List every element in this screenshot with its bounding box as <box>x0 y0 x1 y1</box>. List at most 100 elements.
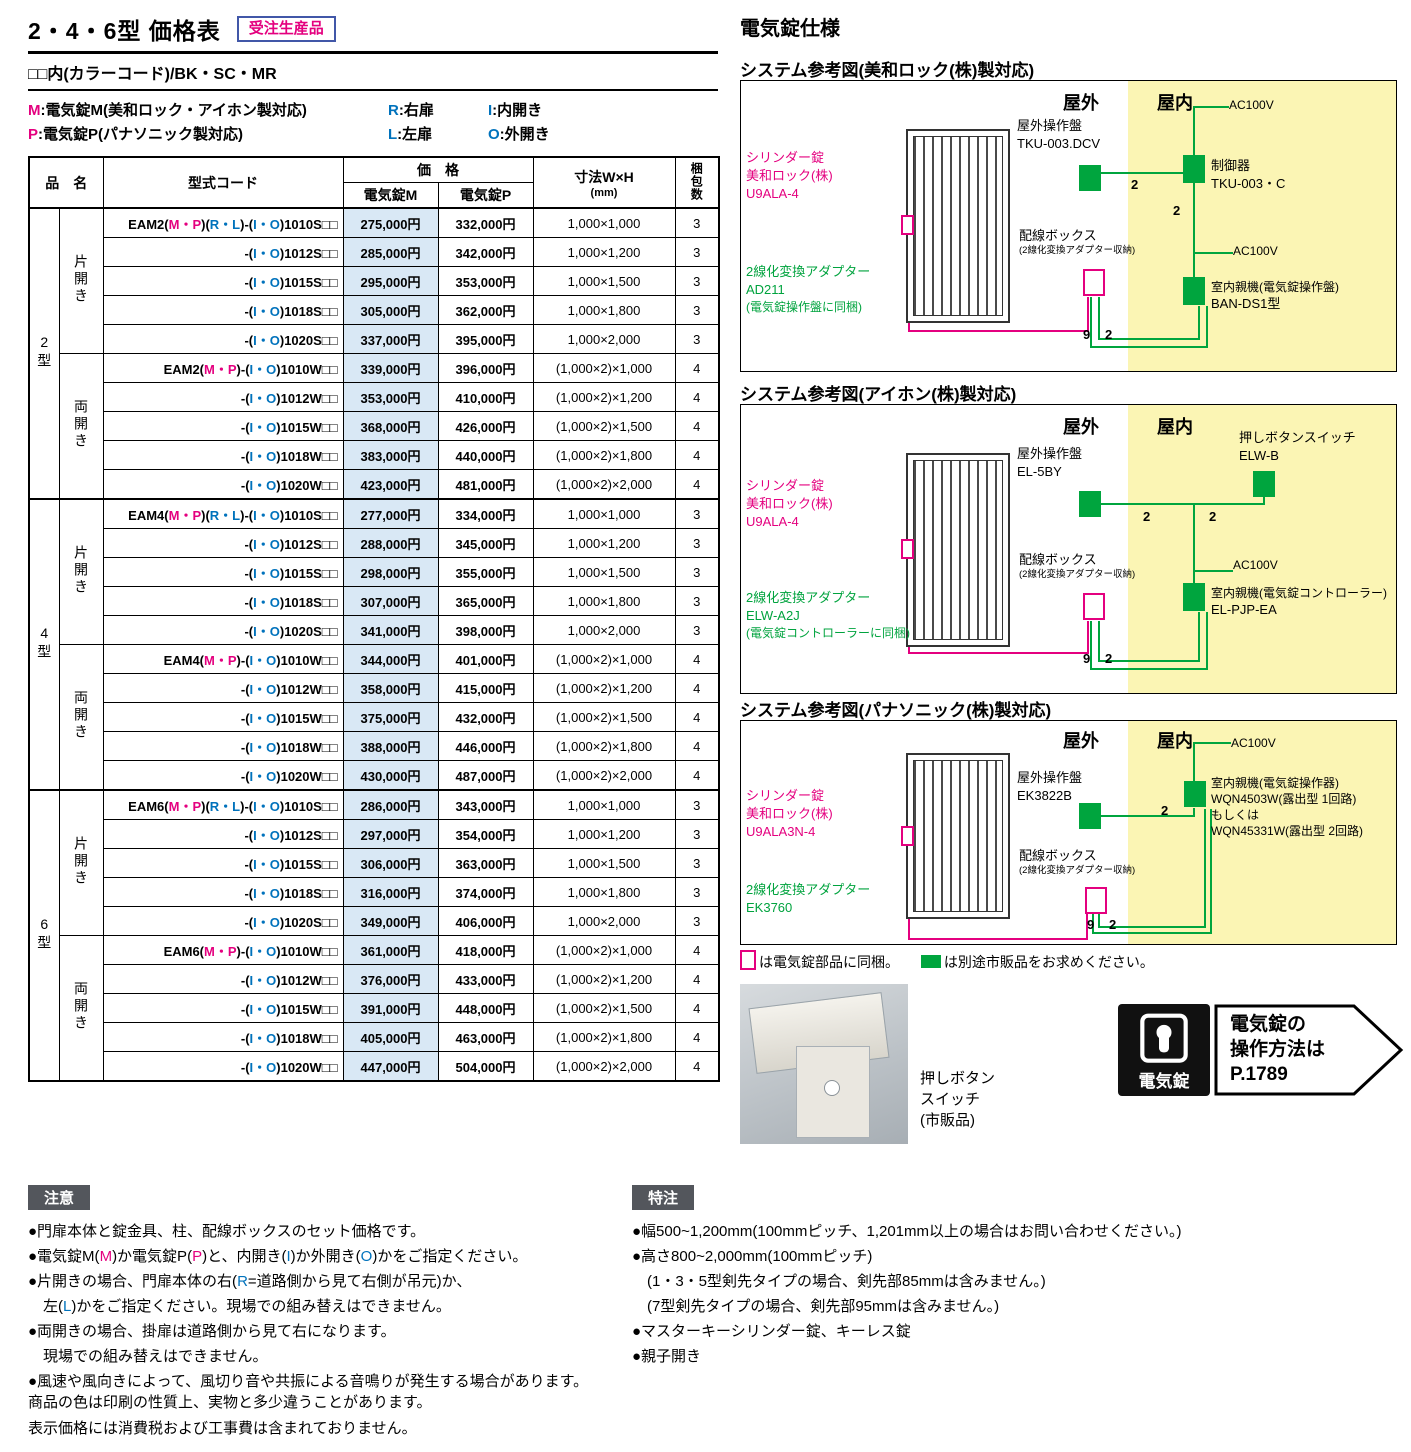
controller-box <box>1183 155 1205 183</box>
size-cell: 1,000×1,500 <box>532 848 676 878</box>
operation-method-title: 電気錠の 操作方法は <box>1230 1014 1326 1060</box>
price-m-cell: 430,000円 <box>342 760 439 791</box>
size-cell: 1,000×1,200 <box>532 819 676 849</box>
pack-cell: 3 <box>674 586 720 616</box>
size-cell: 1,000×1,500 <box>532 266 676 296</box>
special-order-section: 特注 ●幅500~1,200mm(100mmピッチ、1,201mm以上の場合はお… <box>632 1185 1402 1369</box>
model-code-cell: -(I・O)1015S□□ <box>102 557 344 587</box>
note-line: 左(L)かをご指定ください。現場での組み替えはできません。 <box>28 1298 451 1315</box>
price-m-cell: 405,000円 <box>342 1022 439 1052</box>
adapter-model: ELW-A2J <box>746 608 800 623</box>
price-p-cell: 432,000円 <box>437 702 534 732</box>
model-code-cell: -(I・O)1012S□□ <box>102 528 344 558</box>
indoor-unit-box <box>1183 277 1205 305</box>
badge-label: 電気錠 <box>1138 1072 1190 1091</box>
price-p-cell: 440,000円 <box>437 440 534 470</box>
panel-label: 屋外操作盤 <box>1017 446 1083 461</box>
diagram-title: システム参考図(パナソニック(株)製対応) <box>740 701 1052 720</box>
note-line: ●片開きの場合、門扉本体の右(R=道路側から見て右側が吊元)か、 <box>28 1273 472 1290</box>
diagram-canvas: 屋外 屋内 シリンダー錠 美和ロック(株) U9ALA3N-4 2線化変換アダプ… <box>740 720 1397 945</box>
price-m-cell: 353,000円 <box>342 382 439 412</box>
series-cell: 4型 <box>28 498 60 791</box>
legend-item: L:左扉 <box>388 123 488 147</box>
pack-cell: 3 <box>674 237 720 267</box>
price-p-cell: 342,000円 <box>437 237 534 267</box>
model-code-cell: -(I・O)1018W□□ <box>102 731 344 761</box>
size-cell: (1,000×2)×2,000 <box>532 469 676 500</box>
price-p-cell: 395,000円 <box>437 324 534 354</box>
price-p-cell: 345,000円 <box>437 528 534 558</box>
legend-item: M:電気錠M(美和ロック・アイホン製対応) <box>28 99 388 123</box>
panel-label: 屋外操作盤 <box>1017 118 1083 133</box>
price-m-cell: 368,000円 <box>342 411 439 441</box>
cylinder-lock-icon <box>901 214 914 235</box>
price-p-cell: 334,000円 <box>437 498 534 529</box>
diagram-title: システム参考図(美和ロック(株)製対応) <box>740 61 1035 80</box>
electric-lock-spec-section: 電気錠仕様 システム参考図(美和ロック(株)製対応) 屋外 屋内 <box>740 12 1404 1144</box>
pack-cell: 3 <box>674 498 720 529</box>
adapter-title: 2線化変換アダプター <box>746 882 871 897</box>
model-code-cell: EAM4(M・P)(R・L)-(I・O)1010S□□ <box>102 498 344 529</box>
pack-cell: 4 <box>674 964 720 994</box>
price-p-cell: 426,000円 <box>437 411 534 441</box>
indoor-unit-model-2: WQN45331W(露出型 2回路) <box>1211 824 1364 838</box>
legend-text: :電気錠M(美和ロック・アイホン製対応) <box>40 102 307 119</box>
size-cell: 1,000×1,800 <box>532 586 676 616</box>
model-code-cell: -(I・O)1012W□□ <box>102 673 344 703</box>
separate-box-icon <box>920 955 941 968</box>
push-button-label: 押しボタンスイッチ ELW-B <box>1239 429 1356 465</box>
adapter-label: 2線化変換アダプター EK3760 <box>746 881 870 917</box>
push-button-photo <box>740 984 908 1144</box>
price-p-cell: 433,000円 <box>437 964 534 994</box>
col-header-price-m: 電気錠M <box>342 182 439 209</box>
note-line: 現場での組み替えはできません。 <box>28 1348 268 1365</box>
diagram-panasonic: システム参考図(パナソニック(株)製対応) 屋外 屋内 シリンダー錠 <box>740 696 1397 945</box>
legend-text: :外開き <box>499 126 550 143</box>
pack-cell: 4 <box>674 673 720 703</box>
legend-text: :電気錠P(パナソニック製対応) <box>38 126 244 143</box>
adapter-title: 2線化変換アダプター <box>746 590 871 605</box>
size-cell: (1,000×2)×1,800 <box>532 1022 676 1052</box>
panel-model: EL-5BY <box>1017 464 1062 479</box>
opening-cell: 両開き <box>58 353 104 500</box>
price-p-cell: 463,000円 <box>437 1022 534 1052</box>
cylinder-label: シリンダー錠 美和ロック(株) U9ALA-4 <box>746 149 833 203</box>
ac-label: AC100V <box>1233 558 1278 572</box>
model-code-cell: -(I・O)1020W□□ <box>102 760 344 791</box>
price-m-cell: 349,000円 <box>342 906 439 936</box>
color-code-note: □□内(カラーコード)/BK・SC・MR <box>28 54 718 91</box>
legend-item: R:右扉 <box>388 99 488 123</box>
operation-method-page: P.1789 <box>1230 1064 1288 1085</box>
price-m-cell: 285,000円 <box>342 237 439 267</box>
price-m-cell: 307,000円 <box>342 586 439 616</box>
model-code-cell: -(I・O)1012W□□ <box>102 382 344 412</box>
outdoor-label: 屋外 <box>1063 417 1099 437</box>
ac-label-bottom: AC100V <box>1233 244 1278 258</box>
model-code-cell: EAM4(M・P)-(I・O)1010W□□ <box>102 644 344 674</box>
note-line: ●電気錠M(M)か電気錠P(P)と、内開き(I)か外開き(O)かをご指定ください… <box>28 1248 528 1265</box>
gate-bars <box>913 136 1003 316</box>
size-cell: 1,000×1,000 <box>532 789 676 820</box>
arrow-shape <box>1214 1004 1404 1096</box>
legend-item: P:電気錠P(パナソニック製対応) <box>28 123 388 147</box>
cylinder-label: シリンダー錠 美和ロック(株) U9ALA-4 <box>746 477 833 531</box>
price-p-cell: 354,000円 <box>437 819 534 849</box>
pack-cell: 4 <box>674 993 720 1023</box>
indoor-unit-label: 室内親機(電気錠操作盤) BAN-DS1型 <box>1211 279 1339 313</box>
size-cell: 1,000×1,500 <box>532 557 676 587</box>
size-cell: (1,000×2)×1,500 <box>532 702 676 732</box>
size-header-unit: (mm) <box>590 186 618 199</box>
indoor-label: 屋内 <box>1157 731 1193 751</box>
size-cell: (1,000×2)×1,000 <box>532 935 676 965</box>
pack-cell: 4 <box>674 469 720 500</box>
photo-button <box>824 1080 840 1096</box>
pack-cell: 3 <box>674 906 720 936</box>
